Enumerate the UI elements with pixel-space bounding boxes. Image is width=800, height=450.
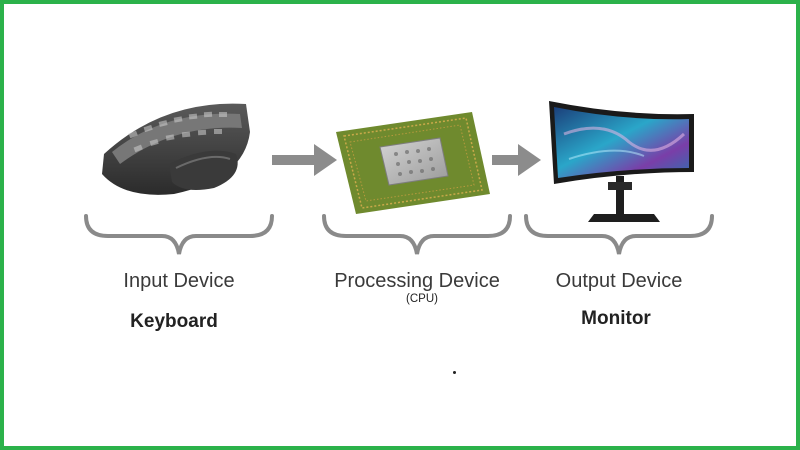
arrow-processing-to-output	[492, 144, 541, 176]
input-device-title: Input Device	[123, 270, 235, 292]
arrow-input-to-processing	[272, 144, 337, 176]
brace-output	[524, 214, 714, 255]
diagram-artwork	[84, 101, 714, 255]
brace-input	[84, 214, 274, 255]
keyboard-label: Keyboard	[130, 311, 218, 332]
brace-processing	[322, 214, 512, 255]
cpu-subtitle: (CPU)	[406, 293, 438, 305]
monitor-icon	[549, 101, 694, 222]
stray-dot	[453, 371, 456, 374]
cpu-chip-icon	[336, 112, 490, 214]
output-device-title: Output Device	[555, 270, 683, 292]
processing-device-title: Processing Device	[334, 270, 500, 292]
monitor-label: Monitor	[581, 308, 651, 329]
keyboard-icon	[102, 103, 250, 195]
